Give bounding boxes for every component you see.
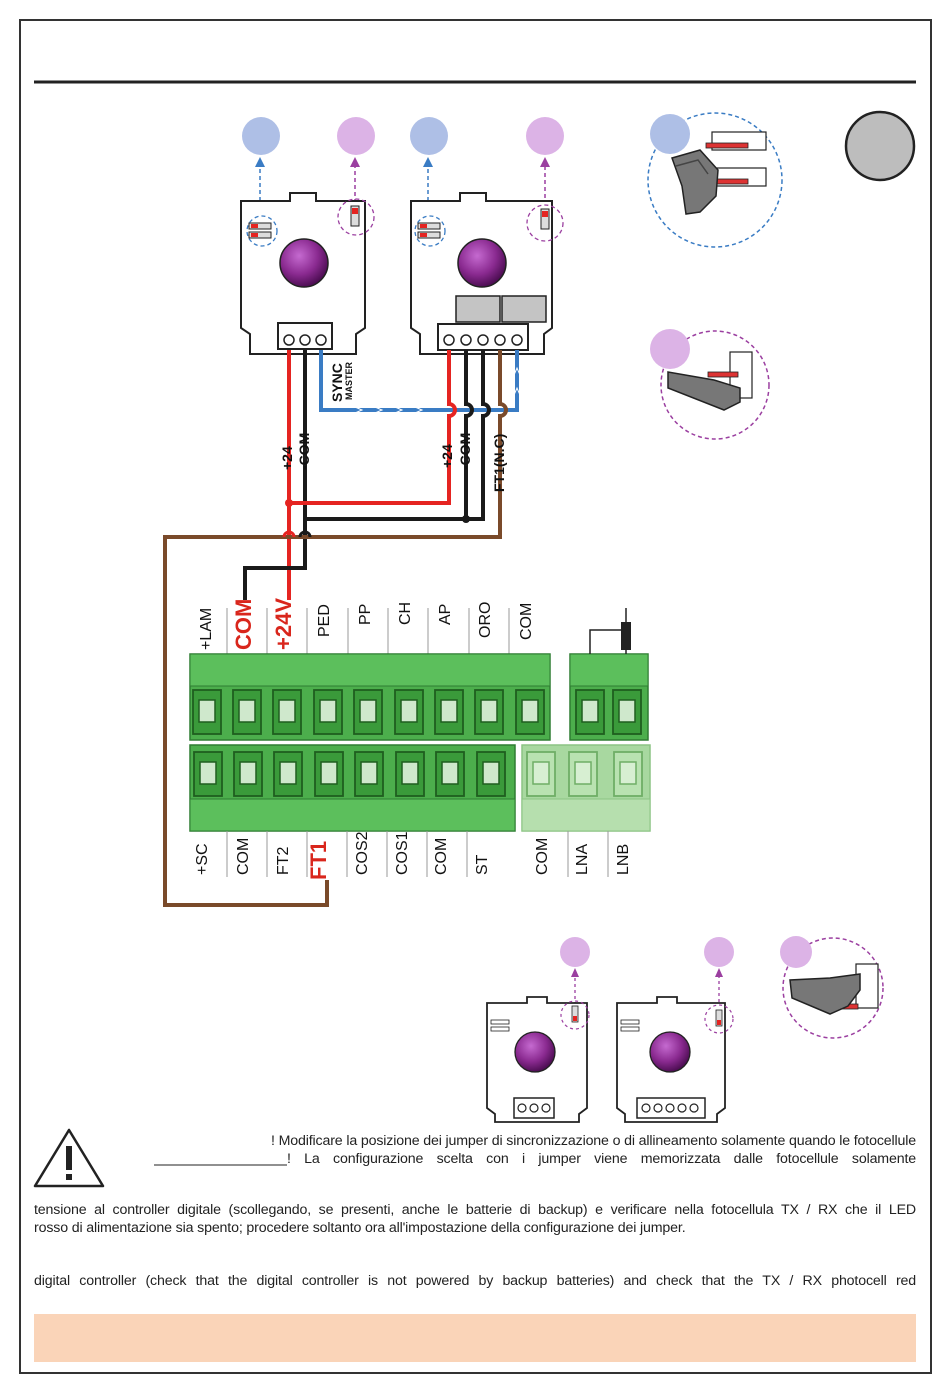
terminal-screw — [395, 751, 425, 797]
page-frame — [19, 19, 932, 1374]
terminal-label: FT2 — [275, 846, 292, 875]
jumper-detail-small — [780, 936, 884, 1039]
wire-label-tx-com: -COM — [457, 433, 473, 470]
terminal-screw-slot — [532, 761, 550, 785]
terminal-label: ST — [474, 854, 491, 875]
wire-label-rx-com: -COM — [296, 433, 312, 470]
terminal-screw-slot — [238, 699, 256, 723]
rx-photocell-board — [240, 192, 375, 355]
terminal-screw-slot — [574, 761, 592, 785]
terminal-screw-slot — [278, 699, 296, 723]
note-italian-line3: tensione al controller digitale (scolleg… — [34, 1202, 916, 1218]
terminal-screw-slot — [239, 761, 257, 785]
resistor-icon — [621, 622, 631, 650]
terminal-screw-slot — [359, 699, 377, 723]
terminal-label: PED — [316, 604, 333, 637]
terminal-screw-slot — [618, 699, 636, 723]
sync-arrows — [354, 366, 521, 414]
marker-purple-rx — [337, 117, 375, 155]
terminal-label: ORO — [477, 602, 494, 638]
marker-blue-tx — [410, 117, 448, 155]
wire-label-ft1: FT1(N.C) — [491, 434, 507, 492]
terminal-screw-slot — [401, 761, 419, 785]
terminal-label: LNB — [615, 844, 632, 875]
terminal-screw-slot — [400, 699, 418, 723]
circle-marker-grey-icon — [844, 110, 916, 182]
terminal-screw-slot — [320, 761, 338, 785]
terminal-label-com-highlight: COM — [231, 599, 256, 650]
marker-purple-tx — [526, 117, 564, 155]
terminal-screw-slot — [440, 699, 458, 723]
marker-purple-small-tx — [704, 937, 734, 967]
terminal-screw-slot — [319, 699, 337, 723]
wire-label-tx-plus24: +24 — [439, 444, 455, 468]
marker-blue-rx — [242, 117, 280, 155]
terminal-label: LNA — [574, 844, 591, 875]
terminal-screw — [613, 751, 643, 797]
terminal-label: AP — [437, 604, 454, 625]
terminal-label: CH — [397, 602, 414, 625]
terminal-label: +SC — [194, 843, 211, 875]
terminal-screw-slot — [199, 761, 217, 785]
jumper-detail-sync — [647, 112, 783, 248]
tx-photocell-board — [410, 192, 564, 355]
jumper-detail-align — [650, 329, 770, 440]
wire-label-rx-plus24: +24 — [279, 446, 295, 470]
tx-photocell-small — [616, 996, 734, 1123]
terminal-screw — [354, 751, 384, 797]
terminal-screw-slot — [482, 761, 500, 785]
note-italian-line4: rosso di alimentazione sia spento; proce… — [34, 1220, 686, 1236]
warning-triangle-icon — [33, 1128, 105, 1188]
bottom-terminal-labels: +SC COM FT2 FT1 COS2 COS1 COM ST COM LNA… — [194, 831, 632, 880]
terminal-screw-slot — [619, 761, 637, 785]
terminal-label-24v-highlight: +24V — [271, 598, 296, 650]
terminal-screw-slot — [581, 699, 599, 723]
terminal-screw-slot — [480, 699, 498, 723]
terminal-label: COM — [235, 838, 252, 875]
terminal-screw — [314, 751, 344, 797]
terminal-label-ft1-highlight: FT1 — [306, 841, 331, 880]
note-english-line5: digital controller (check that the digit… — [34, 1273, 916, 1289]
terminal-screw-slot — [441, 761, 459, 785]
marker-purple-small-rx — [560, 937, 590, 967]
rx-photocell-small — [486, 996, 590, 1123]
terminal-screw-slot — [198, 699, 216, 723]
terminal-label: COM — [518, 603, 535, 640]
terminal-label: COM — [534, 838, 551, 875]
warning-note-line1: ! Modificare la posizione dei jumper di … — [271, 1133, 916, 1149]
terminal-label: COS2 — [354, 831, 371, 875]
wire-label-master: MASTER — [344, 362, 354, 401]
terminal-label: COM — [433, 838, 450, 875]
terminal-label: COS1 — [394, 831, 411, 875]
terminal-label: +LAM — [198, 608, 215, 650]
warning-note-line2: ! La configurazione scelta con i jumper … — [287, 1151, 916, 1167]
terminal-label: PP — [357, 604, 374, 625]
footer-band — [34, 1314, 916, 1362]
terminal-screw-slot — [521, 699, 539, 723]
wire-label-sync: SYNC — [329, 363, 345, 402]
terminal-screw-slot — [360, 761, 378, 785]
terminal-screw-slot — [279, 761, 297, 785]
terminal-screw — [515, 689, 545, 735]
top-terminal-labels: +LAM COM +24V PED PP CH AP ORO COM — [198, 598, 535, 650]
